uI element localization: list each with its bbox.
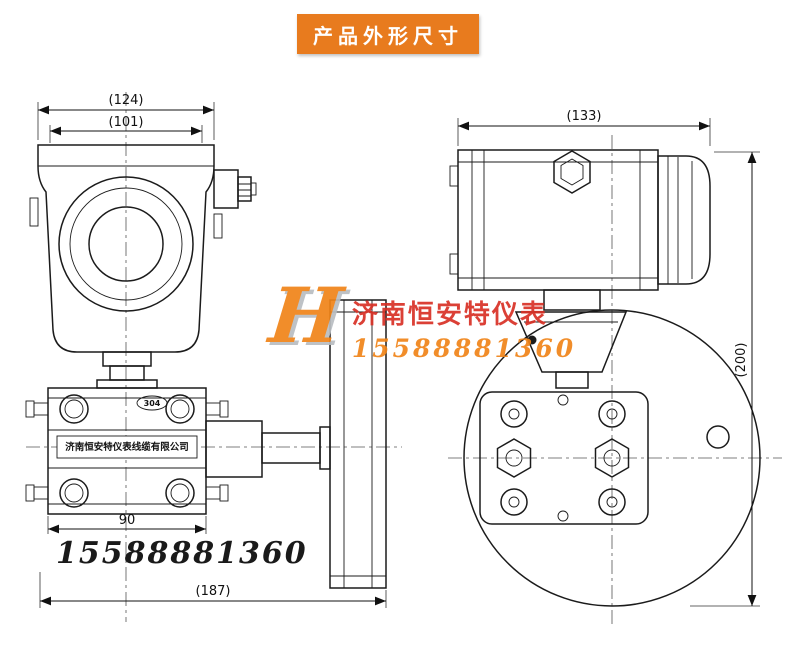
neck xyxy=(96,351,158,389)
collar xyxy=(319,426,331,470)
housing-side xyxy=(449,149,711,291)
manifold-block xyxy=(479,391,649,525)
flange-body: 304 济南恒安特仪表线缆有限公司 xyxy=(25,387,229,515)
set-screw xyxy=(527,335,537,345)
side-dimensions: (133) (200) xyxy=(457,109,760,607)
dim-flange-width: 90 xyxy=(119,513,136,528)
front-dimensions: (124) (101) 90 (187) xyxy=(37,93,387,608)
side-lug-left xyxy=(29,197,39,227)
dim-overall-depth: (187) xyxy=(196,584,231,599)
process-connection xyxy=(205,299,387,589)
dim-inner-width: (101) xyxy=(109,115,144,130)
dim-side-width: (133) xyxy=(567,109,602,124)
side-lug-right xyxy=(213,213,223,239)
phone-stamp: 15588881360 xyxy=(56,536,308,571)
connection-block xyxy=(205,420,263,478)
front-view: 304 济南恒安特仪表线缆有限公司 (124) (101) xyxy=(25,92,402,622)
dim-side-height: (200) xyxy=(734,343,749,378)
housing-end-cap xyxy=(657,155,711,285)
material-mark-oval xyxy=(136,395,168,411)
capillary-pipe xyxy=(261,432,321,464)
nameplate-text: 济南恒安特仪表线缆有限公司 xyxy=(65,441,189,453)
section-title-badge: 产品外形尺寸 xyxy=(297,14,479,54)
flange-bolt-hole xyxy=(706,425,730,449)
transmitter-head xyxy=(29,144,223,353)
flange-bolts xyxy=(25,394,229,508)
display-bezel-mid xyxy=(69,187,183,301)
cable-gland xyxy=(213,169,257,209)
nameplate xyxy=(56,435,198,459)
material-mark-text: 304 xyxy=(144,399,161,408)
display-window xyxy=(88,206,164,282)
hex-plug xyxy=(553,150,591,194)
vent-nut-left xyxy=(496,438,532,478)
side-view: (133) (200) xyxy=(448,109,782,625)
mounting-flange-circle xyxy=(463,309,761,607)
mounting-horn xyxy=(514,289,628,389)
dim-outer-width: (124) xyxy=(109,93,144,108)
vent-nut-right xyxy=(594,438,630,478)
remote-flange-plate xyxy=(329,299,387,589)
display-bezel-outer xyxy=(58,176,194,312)
